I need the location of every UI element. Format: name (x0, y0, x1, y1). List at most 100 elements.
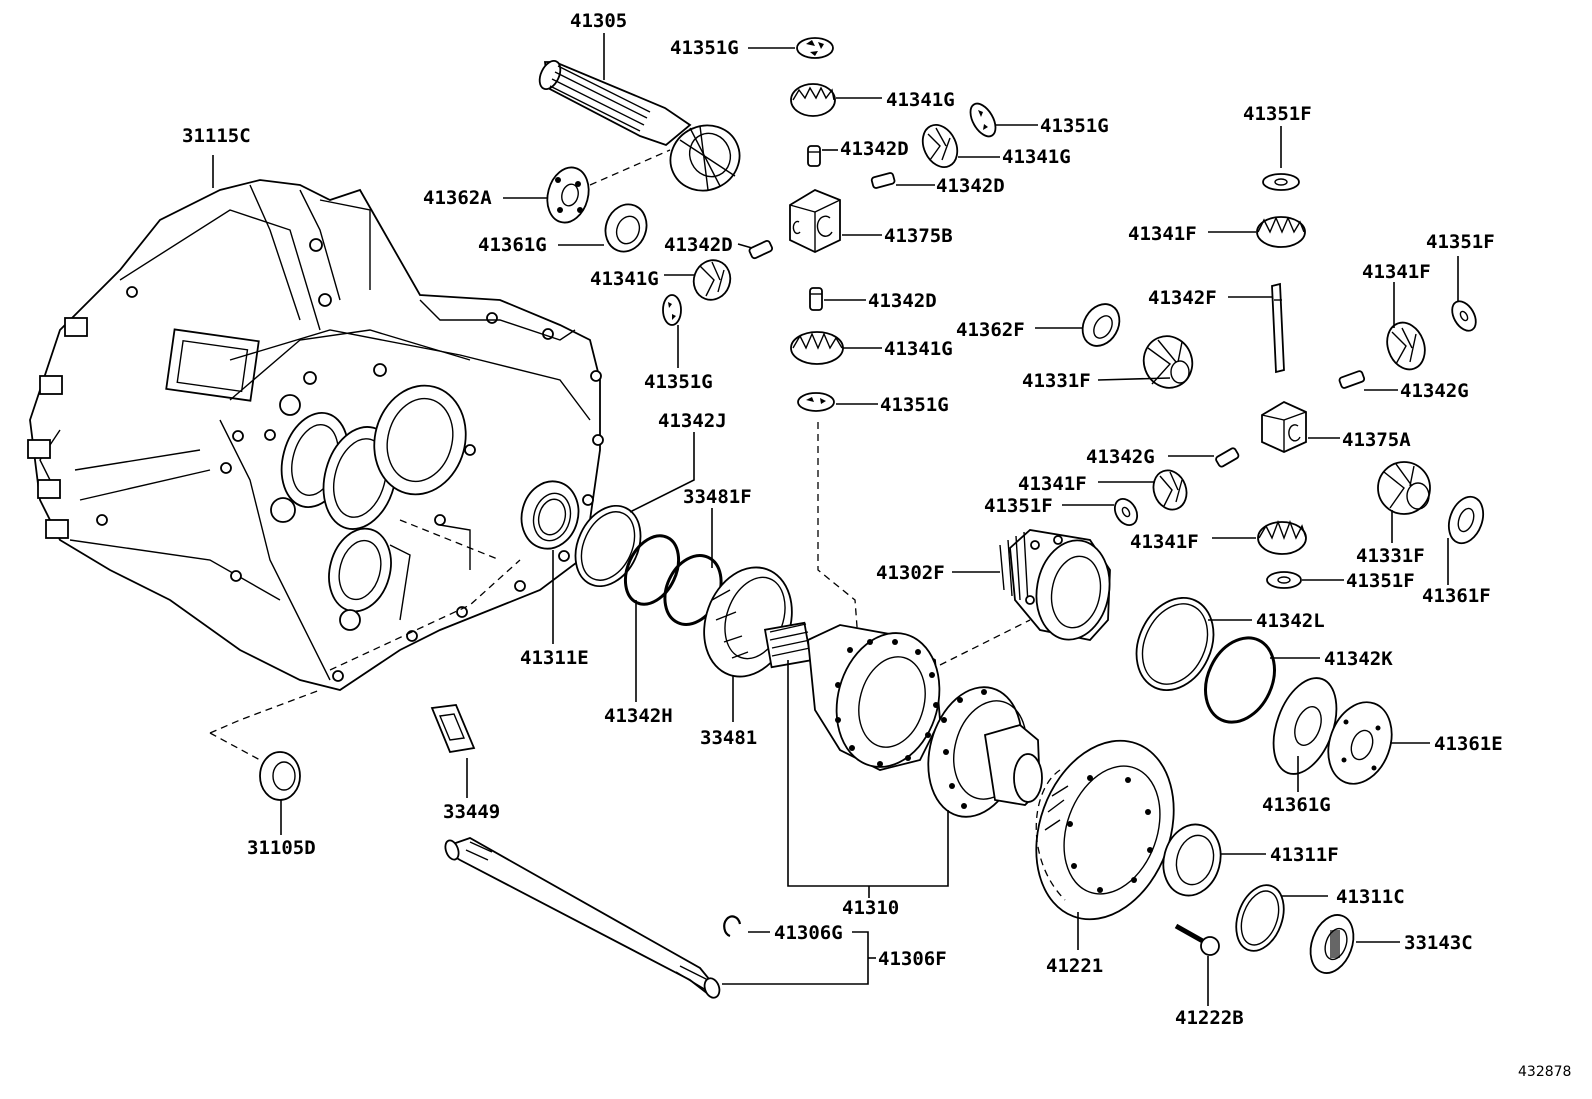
label-41341F: 41341F (1130, 531, 1199, 553)
label-41342D: 41342D (868, 290, 937, 312)
washer-41351G-right (969, 102, 997, 138)
spider-block-41375A (1261, 400, 1307, 453)
gear-41341F-right (1386, 321, 1426, 371)
label-41361G: 41361G (478, 234, 547, 256)
label-41311F: 41311F (1270, 844, 1339, 866)
diff-case-41302F (999, 529, 1111, 641)
snap-ring-41342K (1204, 636, 1276, 724)
label-41341G: 41341G (886, 89, 955, 111)
label-41305: 41305 (570, 10, 627, 32)
label-33143C: 33143C (1404, 932, 1473, 954)
transaxle-housing (27, 179, 604, 691)
label-41222B: 41222B (1175, 1007, 1244, 1029)
label-41342G: 41342G (1400, 380, 1469, 402)
gear-33481 (703, 566, 793, 678)
ring-gear-41221 (1035, 739, 1175, 921)
pin-41342D-a (807, 145, 821, 167)
label-41351F: 41351F (1243, 103, 1312, 125)
label-41351G: 41351G (1040, 115, 1109, 137)
label-41331F: 41331F (1022, 370, 1091, 392)
label-41351G: 41351G (644, 371, 713, 393)
snap-ring-41306G (723, 915, 742, 938)
label-41342K: 41342K (1324, 648, 1393, 670)
label-41311E: 41311E (520, 647, 589, 669)
label-41341G: 41341G (1002, 146, 1071, 168)
pin-41342D-d (809, 287, 823, 311)
label-41351G: 41351G (670, 37, 739, 59)
washer-41351F-top (1262, 173, 1300, 191)
pin-41342G-a (1338, 370, 1366, 389)
label-41341G: 41341G (590, 268, 659, 290)
washer-41351G-bottom (797, 392, 835, 412)
label-41341F: 41341F (1128, 223, 1197, 245)
gear-41341F-top (1256, 216, 1306, 248)
label-41342L: 41342L (1256, 610, 1325, 632)
ring-41342J (574, 504, 642, 588)
label-33449: 33449 (443, 801, 500, 823)
label-41375B: 41375B (884, 225, 953, 247)
ring-41311C (1235, 884, 1285, 952)
diagram-id: 432878 (1518, 1064, 1571, 1080)
gear-41341G-left (692, 259, 732, 301)
pin-41342D-c (748, 240, 773, 260)
label-41351F: 41351F (1346, 570, 1415, 592)
washer-41351F-bottom (1266, 571, 1302, 589)
label-41351F: 41351F (984, 495, 1053, 517)
washer-41361G-upper (604, 203, 648, 253)
label-41221: 41221 (1046, 955, 1103, 977)
washer-41351F-right (1451, 300, 1477, 332)
pinion-shaft-41305 (538, 59, 741, 192)
label-41361F: 41361F (1422, 585, 1491, 607)
label-41341F: 41341F (1362, 261, 1431, 283)
washer-41351G-top (796, 37, 834, 59)
label-41310: 41310 (842, 897, 899, 919)
label-41342F: 41342F (1148, 287, 1217, 309)
diff-case-41310 (763, 621, 941, 771)
spider-block-41375B (789, 188, 841, 253)
washer-41351G-left (662, 294, 682, 326)
gear-41341G-top (790, 83, 836, 117)
label-41362F: 41362F (956, 319, 1025, 341)
label-41375A: 41375A (1342, 429, 1411, 451)
label-41341G: 41341G (884, 338, 953, 360)
label-41351G: 41351G (880, 394, 949, 416)
label-41306G: 41306G (774, 922, 843, 944)
diff-cover-41310 (927, 686, 1043, 818)
label-41362A: 41362A (423, 187, 492, 209)
label-41351F: 41351F (1426, 231, 1495, 253)
label-41302F: 41302F (876, 562, 945, 584)
label-41361G: 41361G (1262, 794, 1331, 816)
bearing-31105D (259, 751, 301, 801)
label-41306F: 41306F (878, 948, 947, 970)
shaft-41342F (1271, 282, 1285, 374)
label-41342J: 41342J (658, 410, 727, 432)
plate-41361E (1327, 701, 1393, 785)
gear-41341G-bottom (790, 331, 844, 365)
label-41342G: 41342G (1086, 446, 1155, 468)
washer-41361F (1447, 495, 1485, 545)
washer-41362F (1081, 303, 1121, 347)
label-41342H: 41342H (604, 705, 673, 727)
axle-shaft-41306F (444, 837, 721, 999)
label-41342D: 41342D (840, 138, 909, 160)
label-33481F: 33481F (683, 486, 752, 508)
pin-41342D-b (870, 172, 896, 189)
bearing-41311E (520, 480, 580, 550)
label-41311C: 41311C (1336, 886, 1405, 908)
washer-41351F-mid (1113, 497, 1139, 527)
gear-41341F-bottom (1257, 520, 1307, 555)
gear-41341F-mid (1152, 469, 1188, 511)
label-31105D: 31105D (247, 837, 316, 859)
bearing-41311F (1162, 823, 1222, 897)
ring-41342L (1135, 597, 1215, 691)
gear-41341G-mid (921, 124, 959, 168)
label-41342D: 41342D (664, 234, 733, 256)
label-41361E: 41361E (1434, 733, 1503, 755)
bolt-41222B (1174, 923, 1220, 956)
pin-41342G-b (1215, 447, 1240, 468)
gear-41331F-upper (1142, 335, 1194, 389)
label-31115C: 31115C (182, 125, 251, 147)
label-33481: 33481 (700, 727, 757, 749)
gear-41331F-lower (1377, 461, 1431, 515)
